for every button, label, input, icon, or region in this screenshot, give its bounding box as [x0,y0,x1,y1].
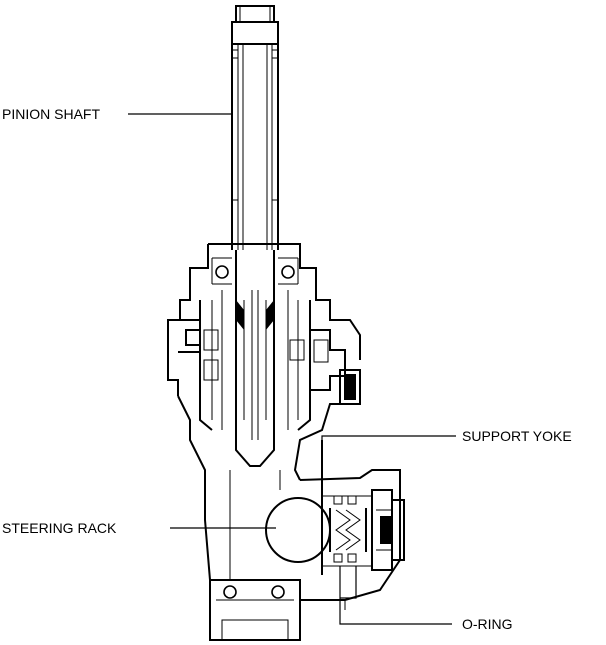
pinion-shaft-drawing [231,5,279,300]
support-yoke-leader [321,435,456,460]
support-yoke-label: SUPPORT YOKE [462,428,572,444]
o-ring-leader [339,566,452,625]
pinion-housing-drawing [167,243,361,581]
rack-and-yoke-drawing [209,440,405,641]
o-ring-label: O-RING [462,616,513,632]
pinion-shaft-label: PINION SHAFT [2,106,100,122]
steering-rack-label: STEERING RACK [2,520,117,536]
